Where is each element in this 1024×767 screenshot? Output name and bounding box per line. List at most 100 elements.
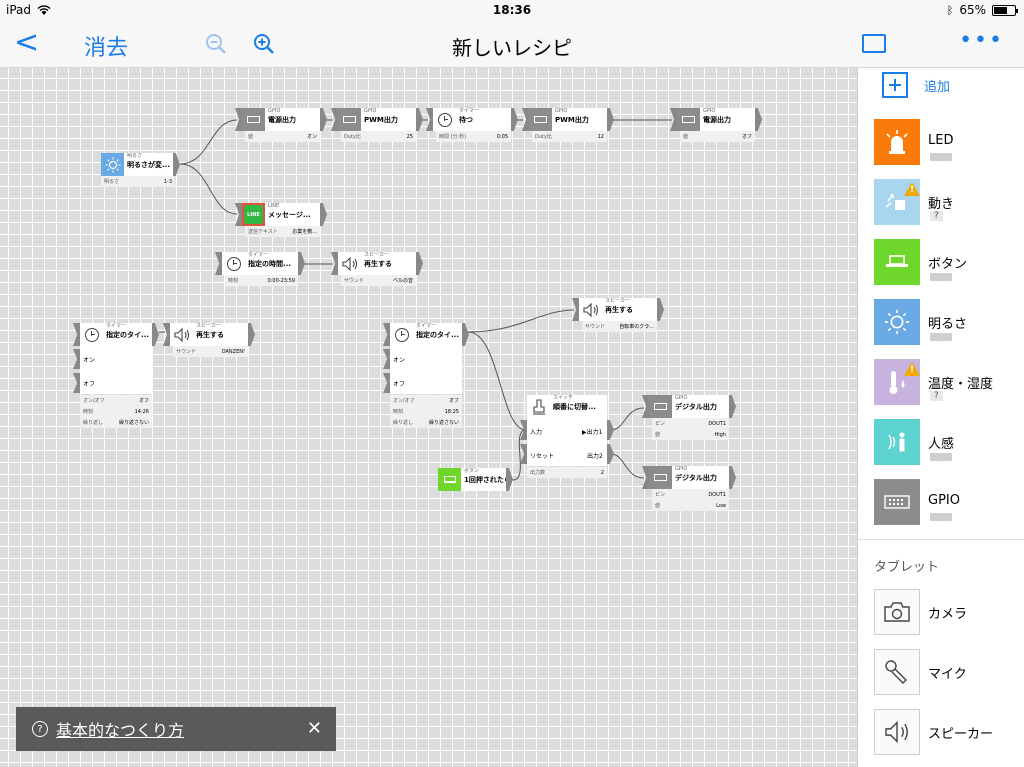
output-port[interactable] (320, 108, 327, 131)
part-button[interactable]: ボタン (874, 239, 1014, 285)
node-category: GPIO (675, 466, 688, 472)
input-port[interactable] (572, 298, 579, 321)
back-button[interactable]: < (14, 25, 40, 60)
delete-button[interactable]: 消去 (84, 36, 129, 61)
output-port[interactable] (416, 108, 423, 131)
part-camera[interactable]: カメラ (874, 589, 1014, 635)
timer-wait-node[interactable]: タイマー待つ 時間 (分:秒)0:05 (426, 108, 518, 142)
battery-percent: 65% (959, 3, 986, 17)
button-trigger-node[interactable]: ボタン1回押されたら (438, 468, 518, 491)
port-label-output-2: 出力2 (587, 453, 603, 460)
input-port[interactable] (235, 108, 242, 131)
part-gpio[interactable]: GPIO (874, 479, 1014, 525)
node-name: 再生する (196, 331, 224, 339)
clock-time: 18:36 (492, 3, 532, 17)
output-port[interactable] (607, 108, 614, 131)
output-port[interactable] (755, 108, 762, 131)
output-port[interactable] (462, 323, 469, 346)
output-port[interactable] (657, 298, 664, 321)
input-port[interactable] (520, 420, 527, 440)
param-value: 18:25 (444, 408, 459, 415)
zoom-out-icon[interactable] (204, 32, 228, 56)
speaker-play-node-2[interactable]: スピーカー再生する サウンド自転車のクラ... (572, 298, 664, 332)
input-port[interactable] (670, 108, 677, 131)
output-port[interactable] (248, 323, 255, 346)
param-label: ピン (655, 421, 666, 427)
speaker-play-node-3[interactable]: スピーカー再生する サウンドベルの音 (331, 252, 423, 286)
input-port[interactable] (642, 395, 649, 418)
input-port[interactable] (331, 252, 338, 275)
input-port-on[interactable] (73, 349, 80, 369)
part-led[interactable]: LED (874, 119, 1014, 165)
param-value: 12 (597, 133, 604, 140)
part-motion[interactable]: ! 動き ? (874, 179, 1014, 225)
status-bar: iPad 18:36 ᛒ 65% (0, 0, 1024, 22)
add-button[interactable]: 追加 (882, 72, 950, 98)
output-port[interactable] (173, 153, 180, 176)
input-port[interactable] (383, 323, 390, 346)
output-port[interactable] (298, 252, 305, 275)
clock-icon (433, 108, 456, 131)
part-human-sensor[interactable]: 人感 (874, 419, 1014, 465)
close-icon[interactable]: ✕ (306, 718, 322, 739)
more-button[interactable]: ••• (959, 28, 1004, 53)
line-app-icon: LINE (242, 203, 265, 226)
plus-icon (882, 72, 908, 98)
input-port[interactable] (163, 323, 170, 346)
output-port[interactable] (320, 203, 327, 226)
input-port-on[interactable] (383, 349, 390, 369)
param-value: Low (716, 502, 726, 509)
output-port[interactable] (729, 466, 736, 489)
node-name: デジタル出力 (675, 403, 717, 411)
output-port-2[interactable] (607, 444, 614, 464)
nav-bar: < 消去 新しいレシピ ••• (0, 22, 1024, 68)
input-port-off[interactable] (73, 373, 80, 393)
zoom-in-icon[interactable] (252, 32, 276, 56)
clock-icon (80, 323, 103, 346)
input-port-off[interactable] (383, 373, 390, 393)
param-label: サウンド (344, 278, 365, 284)
part-label: GPIO (928, 493, 960, 508)
input-port[interactable] (426, 108, 433, 131)
input-port[interactable] (642, 466, 649, 489)
output-port-1[interactable] (607, 420, 614, 440)
part-label: 動き (928, 197, 955, 212)
part-microphone[interactable]: マイク (874, 649, 1014, 695)
node-name: PWM出力 (364, 116, 398, 124)
part-speaker[interactable]: スピーカー (874, 709, 1014, 755)
output-port[interactable] (729, 395, 736, 418)
device-name: iPad (6, 3, 32, 17)
input-port[interactable] (522, 108, 529, 131)
node-category: GPIO (675, 395, 688, 401)
view-toggle-button[interactable] (862, 34, 886, 53)
output-port[interactable] (416, 252, 423, 275)
part-brightness[interactable]: 明るさ (874, 299, 1014, 345)
input-port[interactable] (73, 323, 80, 346)
part-label: LED (928, 133, 954, 148)
reset-port[interactable] (520, 444, 527, 464)
output-port[interactable] (511, 108, 518, 131)
output-port[interactable] (506, 468, 513, 491)
part-temperature-humidity[interactable]: ! 温度・湿度 ? (874, 359, 1014, 405)
button-icon (438, 468, 461, 491)
input-port[interactable] (331, 108, 338, 131)
input-port[interactable] (235, 203, 242, 226)
output-port[interactable] (152, 323, 159, 346)
input-port[interactable] (215, 252, 222, 275)
led-icon (874, 119, 920, 165)
tutorial-link[interactable]: 基本的なつくり方 (56, 721, 185, 740)
